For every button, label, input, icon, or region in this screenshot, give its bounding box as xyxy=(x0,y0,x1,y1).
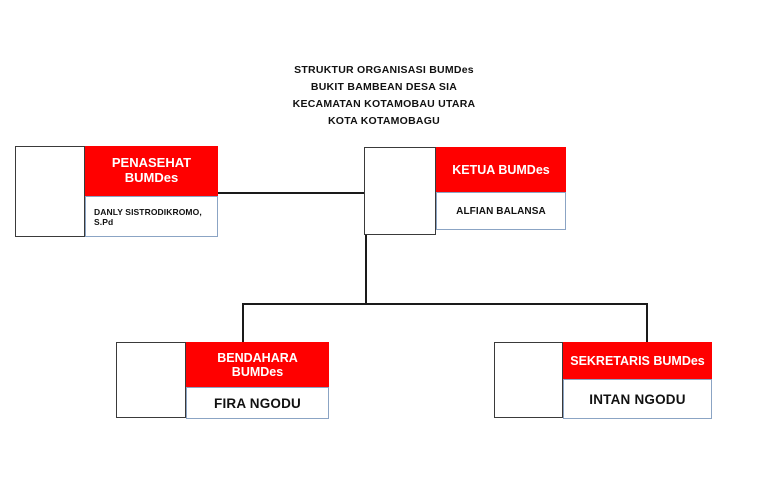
ketua-name-bar: ALFIAN BALANSA xyxy=(436,192,566,230)
bendahara-role-header: BENDAHARA BUMDes xyxy=(186,342,329,387)
sekretaris-role-line-1: SEKRETARIS BUMDes xyxy=(570,353,705,368)
sekretaris-role-header: SEKRETARIS BUMDes xyxy=(563,342,712,379)
connector-ketua-drop xyxy=(365,235,367,305)
title-line-3: KECAMATAN KOTAMOBAU UTARA xyxy=(292,98,476,110)
bendahara-name: FIRA NGODU xyxy=(214,395,301,411)
connector-penasehat-to-ketua xyxy=(218,192,366,194)
connector-sekretaris-drop xyxy=(646,303,648,343)
ketua-role-header: KETUA BUMDes xyxy=(436,147,566,192)
sekretaris-photo-placeholder xyxy=(494,342,563,418)
bendahara-name-bar: FIRA NGODU xyxy=(186,387,329,419)
sekretaris-name: INTAN NGODU xyxy=(589,391,686,407)
title-line-4: KOTA KOTAMOBAGU xyxy=(327,115,441,127)
ketua-role-line-1: KETUA BUMDes xyxy=(452,162,550,177)
penasehat-role-line-1: PENASEHAT xyxy=(111,155,192,171)
chart-title: STRUKTUR ORGANISASI BUMDes BUKIT BAMBEAN… xyxy=(0,62,768,130)
penasehat-name: DANLY SISTRODIKROMO, S.Pd xyxy=(94,206,202,227)
connector-distribution-bar xyxy=(242,303,648,305)
bendahara-role-line-2: BUMDes xyxy=(231,364,284,379)
penasehat-photo-placeholder xyxy=(15,146,85,237)
title-line-1: STRUKTUR ORGANISASI BUMDes xyxy=(294,64,474,76)
penasehat-role-header: PENASEHAT BUMDes xyxy=(85,146,218,196)
bendahara-role-line-1: BENDAHARA xyxy=(217,350,298,365)
bendahara-photo-placeholder xyxy=(116,342,186,418)
ketua-name: ALFIAN BALANSA xyxy=(456,205,546,217)
sekretaris-name-bar: INTAN NGODU xyxy=(563,379,712,419)
connector-bendahara-drop xyxy=(242,303,244,348)
penasehat-role-line-2: BUMDes xyxy=(124,170,179,185)
penasehat-name-bar: DANLY SISTRODIKROMO, S.Pd xyxy=(85,196,218,237)
ketua-photo-placeholder xyxy=(364,147,436,235)
title-line-2: BUKIT BAMBEAN DESA SIA xyxy=(310,81,458,93)
